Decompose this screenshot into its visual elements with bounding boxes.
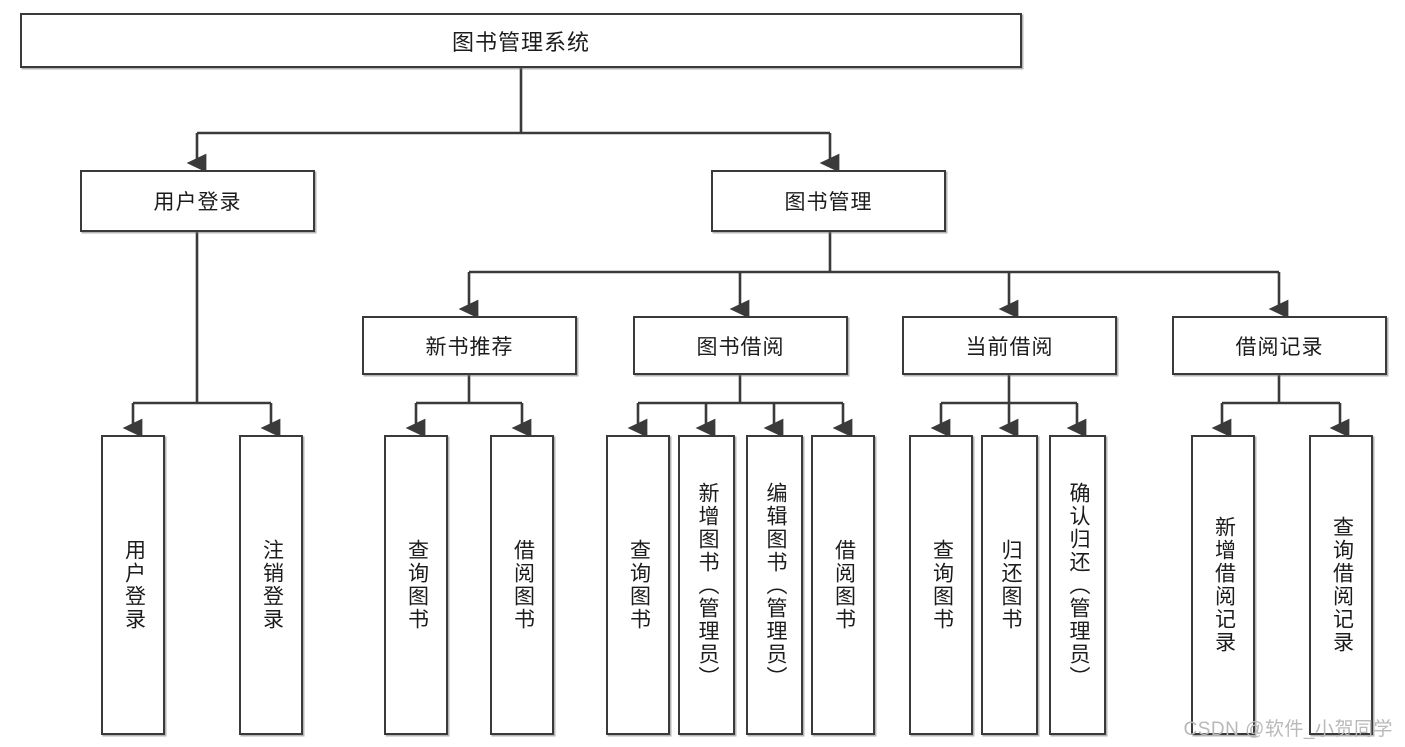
node-label: 借阅记录 [1235,335,1324,359]
leaf-user-logout[interactable]: 注销登录 [239,435,303,735]
node-label: 编辑图书（管理员） [763,481,787,689]
node-label: 图书借阅 [696,335,785,359]
leaf-user-login[interactable]: 用户登录 [101,435,165,735]
leaf-confirm-return-admin[interactable]: 确认归还（管理员） [1049,435,1106,735]
node-label: 图书管理系统 [451,29,590,55]
leaf-borrow-book-recommendation[interactable]: 借阅图书 [490,435,554,735]
node-label: 当前借阅 [965,335,1054,359]
node-book-borrowing[interactable]: 图书借阅 [633,316,848,375]
node-label: 借阅图书 [832,539,856,631]
node-label: 新增图书（管理员） [695,481,719,689]
node-book-management[interactable]: 图书管理 [711,170,946,232]
node-label: 借阅图书 [511,539,535,631]
node-root-book-management-system[interactable]: 图书管理系统 [20,13,1022,68]
node-label: 注销登录 [260,539,284,631]
node-label: 新书推荐 [425,335,514,359]
node-label: 用户登录 [122,539,146,631]
node-label: 归还图书 [998,539,1022,631]
node-label: 查询借阅记录 [1330,516,1354,654]
csdn-watermark: CSDN @软件_小贺同学 [1183,719,1393,740]
node-current-borrowing[interactable]: 当前借阅 [902,316,1117,375]
node-label: 查询图书 [405,539,429,631]
node-label: 新增借阅记录 [1212,516,1236,654]
leaf-return-book[interactable]: 归还图书 [981,435,1038,735]
node-borrowing-records[interactable]: 借阅记录 [1172,316,1387,375]
leaf-query-borrowing-record[interactable]: 查询借阅记录 [1309,435,1373,735]
leaf-add-borrowing-record[interactable]: 新增借阅记录 [1191,435,1255,735]
node-user-login[interactable]: 用户登录 [80,170,315,232]
leaf-query-book-borrowing[interactable]: 查询图书 [606,435,670,735]
leaf-borrow-book-borrowing[interactable]: 借阅图书 [811,435,875,735]
leaf-query-book-current[interactable]: 查询图书 [909,435,973,735]
node-new-book-recommendation[interactable]: 新书推荐 [362,316,577,375]
leaf-add-book-admin[interactable]: 新增图书（管理员） [678,435,735,735]
node-label: 查询图书 [627,539,651,631]
node-label: 图书管理 [784,191,873,214]
node-label: 确认归还（管理员） [1066,481,1090,689]
leaf-query-book-recommendation[interactable]: 查询图书 [384,435,448,735]
node-label: 查询图书 [930,539,954,631]
leaf-edit-book-admin[interactable]: 编辑图书（管理员） [746,435,803,735]
node-label: 用户登录 [153,191,242,214]
